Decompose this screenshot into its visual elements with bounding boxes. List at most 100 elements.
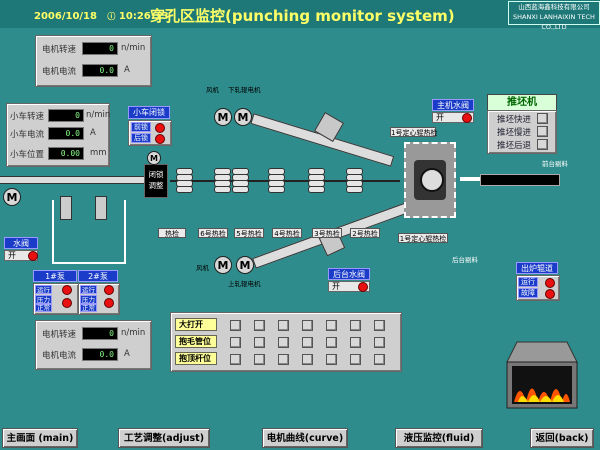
date-time: 2006/10/18 ⓘ 10:26:13 (34, 11, 169, 22)
option-toggle-button[interactable] (230, 354, 241, 365)
motor-bottom-current-label: 电机电流 (42, 351, 77, 361)
nav-adjust-button[interactable]: 工艺调整(adjust) (118, 428, 210, 448)
outlet-table-title[interactable]: 出炉辊道 (516, 262, 558, 274)
piercer-roll-upper (420, 168, 444, 192)
motor-current-value: 0.0 (82, 64, 118, 77)
option-toggle-button[interactable] (230, 337, 241, 348)
pusher-slow-forward-label: 推坯慢进 (497, 128, 532, 138)
detector-5[interactable]: 5号热检 (234, 228, 264, 238)
option-toggle-button[interactable] (254, 354, 265, 365)
car-motor-icon: M (3, 188, 21, 206)
option-toggle-button[interactable] (278, 354, 289, 365)
motor-bottom-speed-value: 0 (82, 327, 118, 340)
nav-main-button[interactable]: 主画面 (main) (2, 428, 78, 448)
option-label: 抱顶杆位 (175, 352, 217, 365)
pump2-run[interactable]: 运行 (80, 285, 97, 294)
detector-2[interactable]: 2号热检 (350, 228, 380, 238)
car-speed-value: 0 (48, 109, 84, 122)
option-toggle-button[interactable] (374, 320, 385, 331)
lock-motor-icon: M (147, 151, 161, 165)
option-toggle-button[interactable] (326, 337, 337, 348)
pump1-run[interactable]: 运行 (35, 285, 52, 294)
pump1-title[interactable]: 1#泵 (33, 270, 77, 282)
option-toggle-button[interactable] (374, 354, 385, 365)
pump1-pressure-indicator (62, 298, 72, 308)
pusher-fast-forward-label: 推坯快进 (497, 115, 532, 125)
rear-lock-indicator (155, 134, 165, 144)
rear-valve-state[interactable]: 开 (328, 281, 370, 292)
car-lock-title[interactable]: 小车闭锁 (128, 106, 170, 119)
option-toggle-button[interactable] (254, 337, 265, 348)
upper-fan-motor: M (214, 108, 232, 126)
option-toggle-button[interactable] (302, 337, 313, 348)
pump2-title[interactable]: 2#泵 (78, 270, 118, 282)
option-toggle-button[interactable] (374, 337, 385, 348)
pusher-back-button[interactable] (537, 139, 548, 150)
lower-mill-motor: M (236, 256, 254, 274)
upper-fan-label: 风机 (206, 86, 219, 94)
furnace-flames-icon (506, 341, 578, 409)
clock-icon: ⓘ (107, 12, 116, 21)
option-toggle-button[interactable] (350, 337, 361, 348)
option-toggle-button[interactable] (254, 320, 265, 331)
front-table-label: 前台剔料 (542, 160, 568, 168)
roller (308, 186, 325, 193)
detector-7[interactable]: 热检 (158, 228, 186, 238)
car-position-unit: mm (90, 148, 107, 158)
pusher-back-label: 推坯后退 (497, 141, 532, 151)
option-toggle-button[interactable] (326, 320, 337, 331)
main-valve-state[interactable]: 开 (432, 112, 474, 123)
detector-3[interactable]: 3号热检 (312, 228, 342, 238)
option-toggle-button[interactable] (350, 320, 361, 331)
detector-6[interactable]: 6号热检 (198, 228, 228, 238)
rear-lock-button[interactable]: 后锁 (131, 133, 151, 143)
option-toggle-button[interactable] (302, 354, 313, 365)
pump1-pressure[interactable]: 压力 (35, 295, 52, 304)
pump2-pressure[interactable]: 压力 (80, 295, 97, 304)
car-current-label: 小车电流 (10, 130, 45, 140)
centering-detector-bottom[interactable]: 1号定心辊热检 (398, 233, 448, 243)
motor-bottom-current-unit: A (124, 349, 130, 359)
furnace (502, 340, 582, 410)
car-speed-unit: n/min (86, 110, 111, 120)
lower-fan-motor: M (214, 256, 232, 274)
nav-fluid-button[interactable]: 液压监控(fluid) (395, 428, 483, 448)
roller (176, 186, 193, 193)
rear-valve-title[interactable]: 后台水阀 (328, 268, 370, 280)
detector-4[interactable]: 4号热检 (272, 228, 302, 238)
outlet-fault-button[interactable]: 故障 (518, 288, 538, 298)
roller (232, 186, 249, 193)
car-position-label: 小车位置 (10, 150, 45, 160)
outlet-fault-indicator (545, 289, 555, 299)
pump2-normal[interactable]: 正常 (80, 304, 97, 312)
outlet-run-button[interactable]: 运行 (518, 277, 538, 287)
option-toggle-button[interactable] (326, 354, 337, 365)
option-toggle-button[interactable] (278, 320, 289, 331)
car-track (0, 176, 144, 184)
pusher-slow-forward-button[interactable] (537, 126, 548, 137)
main-valve-title[interactable]: 主机水阀 (432, 99, 474, 111)
nav-back-button[interactable]: 返回(back) (530, 428, 594, 448)
pusher-fast-forward-button[interactable] (537, 113, 548, 124)
pump2-run-indicator (104, 285, 114, 295)
title-bar (0, 0, 600, 28)
motor-bottom-current-value: 0.0 (82, 348, 118, 361)
pump1-normal[interactable]: 正常 (35, 304, 52, 312)
front-lock-button[interactable]: 前锁 (131, 122, 151, 132)
centering-detector-top[interactable]: 1号定心辊热检 (390, 127, 438, 137)
nav-curve-button[interactable]: 电机曲线(curve) (262, 428, 348, 448)
motor-bottom-speed-unit: n/min (121, 328, 146, 338)
motor-bottom-speed-label: 电机转速 (42, 330, 77, 340)
option-toggle-button[interactable] (350, 354, 361, 365)
option-toggle-button[interactable] (278, 337, 289, 348)
motor-current-unit: A (124, 65, 130, 75)
front-lock-indicator (155, 123, 165, 133)
option-label: 抱毛管位 (175, 335, 217, 348)
water-valve-indicator (28, 251, 38, 261)
pump1-filter (60, 196, 72, 220)
option-toggle-button[interactable] (230, 320, 241, 331)
water-valve-title[interactable]: 水阀 (4, 237, 38, 249)
option-toggle-button[interactable] (302, 320, 313, 331)
lock-adjust-button[interactable]: 闭锁调整 (144, 164, 168, 198)
pump2-pressure-indicator (104, 298, 114, 308)
